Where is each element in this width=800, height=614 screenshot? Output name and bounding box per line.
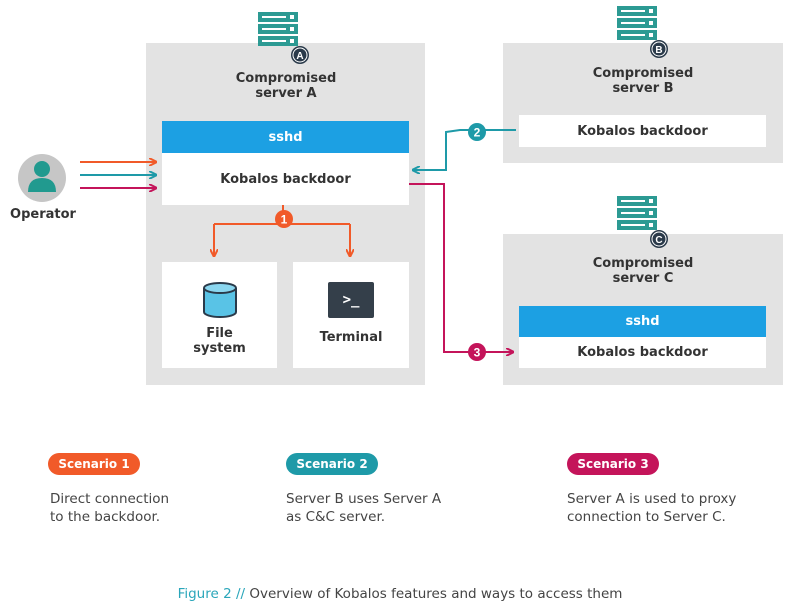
database-icon xyxy=(202,282,237,318)
marker-3: 3 xyxy=(468,343,486,361)
server-a-kobalos-backdoor: Kobalos backdoor xyxy=(162,153,409,205)
scenario2-connection xyxy=(413,129,516,170)
svg-text:3: 3 xyxy=(474,346,481,360)
server-a-sshd: sshd xyxy=(162,121,409,153)
server-b-server-icon: B xyxy=(617,6,668,58)
scenario-1-badge: Scenario 1 xyxy=(48,453,140,475)
server-a-server-icon: A xyxy=(258,12,309,64)
terminal-icon: >_ xyxy=(328,282,374,318)
figure-number: Figure 2 // xyxy=(177,586,246,602)
figure-caption: Figure 2 // Overview of Kobalos features… xyxy=(0,586,800,602)
server-b-kobalos-backdoor: Kobalos backdoor xyxy=(519,115,766,147)
operator-user-icon xyxy=(18,154,66,202)
scenario3-connection xyxy=(409,183,513,352)
marker-1: 1 xyxy=(275,210,293,228)
server-c-kobalos-backdoor: Kobalos backdoor xyxy=(519,337,766,368)
svg-text:2: 2 xyxy=(474,126,481,140)
terminal-box: >_ Terminal xyxy=(293,262,409,368)
server-b-badge: B xyxy=(655,45,662,56)
server-c-server-icon: C xyxy=(617,196,668,248)
server-c-badge: C xyxy=(655,235,662,246)
scenario-3-badge: Scenario 3 xyxy=(567,453,659,475)
marker-2: 2 xyxy=(468,123,486,141)
terminal-label: Terminal xyxy=(319,330,383,345)
figure-caption-text: Overview of Kobalos features and ways to… xyxy=(245,586,623,602)
file-system-label-line1: File xyxy=(206,326,233,341)
svg-text:1: 1 xyxy=(281,213,288,227)
server-a-badge: A xyxy=(296,51,303,62)
operator-label: Operator xyxy=(10,207,76,222)
server-c-sshd: sshd xyxy=(519,306,766,337)
file-system-label-line2: system xyxy=(193,341,246,356)
scenario-2-badge: Scenario 2 xyxy=(286,453,378,475)
file-system-box: File system xyxy=(162,262,277,368)
